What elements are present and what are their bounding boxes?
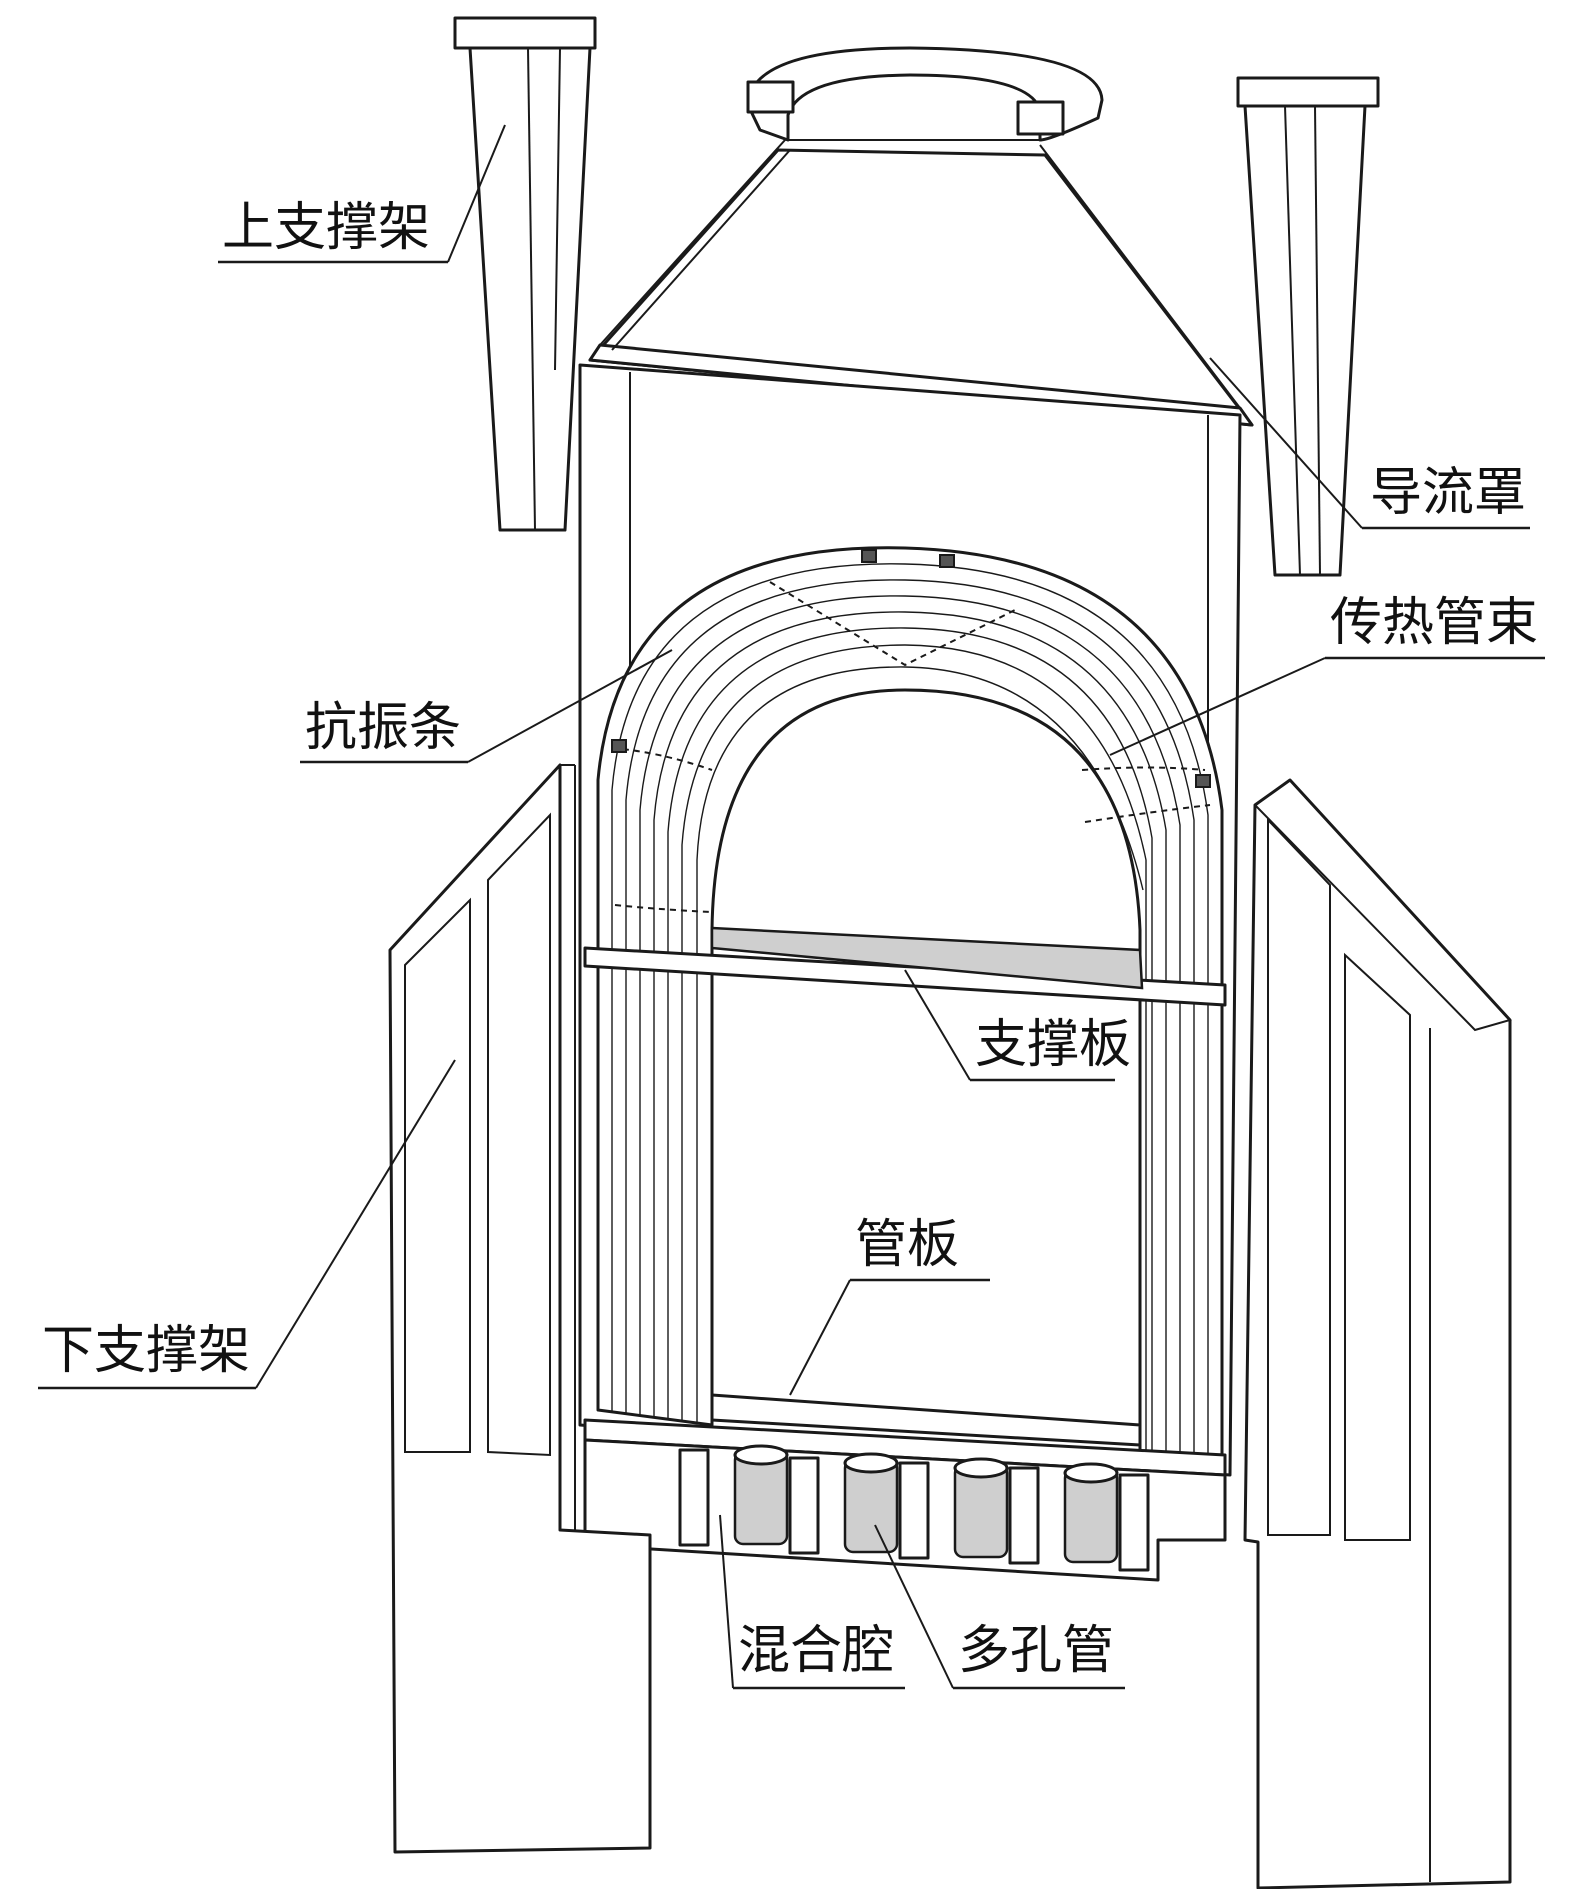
label-lower-support-text: 下支撑架 — [42, 1321, 250, 1381]
perforated-tubes — [733, 1444, 1119, 1564]
heat-transfer-tube-bundle — [596, 546, 1224, 1477]
label-flow-guide-hood: 导流罩 — [1209, 357, 1530, 530]
label-upper-support: 上支撑架 — [218, 124, 506, 264]
label-support-plate: 支撑板 — [904, 969, 1131, 1082]
label-lower-support: 下支撑架 — [38, 1059, 456, 1390]
label-flow-guide-hood-text: 导流罩 — [1370, 463, 1526, 523]
upper-support-left — [453, 16, 597, 532]
lower-support-left — [388, 763, 652, 1854]
label-upper-support-text: 上支撑架 — [222, 198, 430, 258]
anti-vibration-bars — [611, 549, 1211, 913]
label-heat-transfer-tube-bundle: 传热管束 — [1109, 593, 1545, 756]
label-tube-sheet-text: 管板 — [855, 1215, 959, 1275]
upper-support-right — [1236, 76, 1380, 577]
label-tube-sheet: 管板 — [789, 1215, 990, 1396]
label-perforated-tube-text: 多孔管 — [958, 1621, 1114, 1681]
label-anti-vibration-bar: 抗振条 — [300, 649, 673, 764]
label-anti-vibration-bar-text: 抗振条 — [305, 698, 461, 758]
label-mixing-chamber-text: 混合腔 — [738, 1621, 894, 1681]
label-perforated-tube: 多孔管 — [874, 1524, 1125, 1690]
support-plate — [583, 926, 1227, 1007]
label-heat-transfer-tube-bundle-text: 传热管束 — [1330, 593, 1538, 653]
flow-guide-hood — [588, 46, 1254, 427]
label-support-plate-text: 支撑板 — [975, 1015, 1131, 1075]
lower-support-right — [1243, 778, 1512, 1889]
label-mixing-chamber: 混合腔 — [719, 1514, 905, 1690]
